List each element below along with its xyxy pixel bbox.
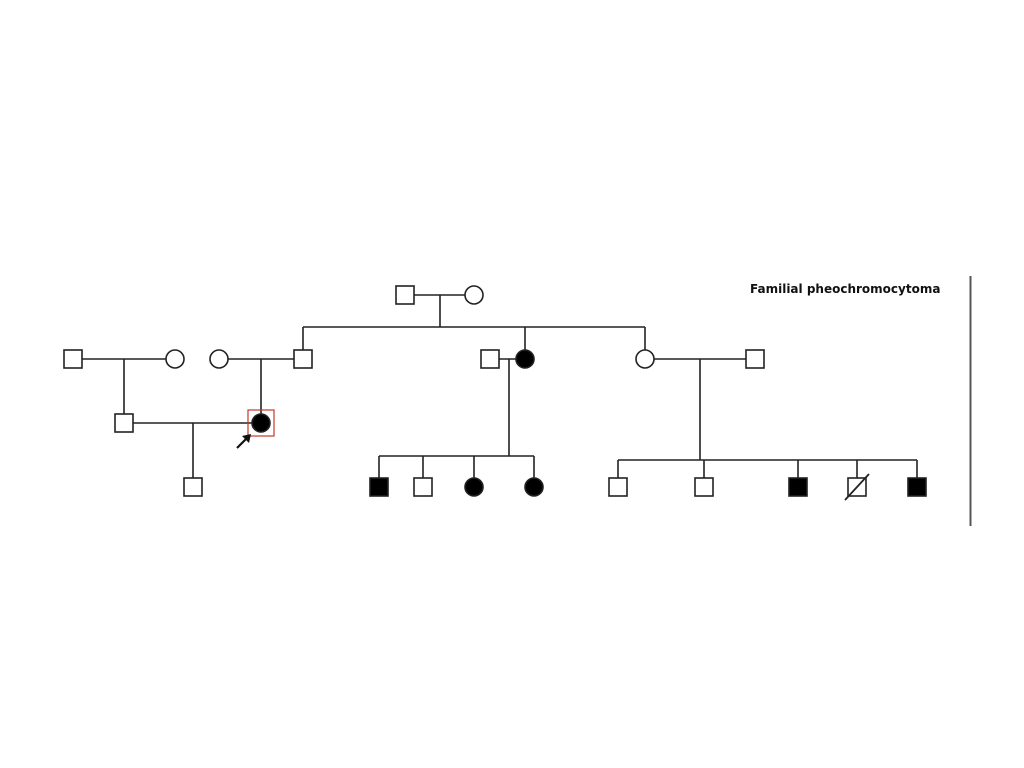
relationship-lines	[82, 294, 918, 478]
affected-female-symbol	[251, 413, 271, 433]
female-symbol	[635, 349, 655, 369]
affected-male-symbol	[369, 477, 389, 497]
female-symbol	[464, 285, 484, 305]
male-symbol	[480, 349, 500, 369]
female-symbol	[165, 349, 185, 369]
affected-female-symbol	[524, 477, 544, 497]
male-symbol	[183, 477, 203, 497]
male-symbol	[608, 477, 628, 497]
diagram-title: Familial pheochromocytoma	[750, 282, 940, 296]
affected-female-symbol	[515, 349, 535, 369]
proband-arrow-shaft	[236, 437, 248, 449]
proband-highlight-box	[247, 409, 275, 437]
affected-male-symbol	[907, 477, 927, 497]
male-symbol	[114, 413, 134, 433]
affected-male-symbol	[788, 477, 808, 497]
male-symbol	[745, 349, 765, 369]
male-symbol	[694, 477, 714, 497]
male-symbol	[395, 285, 415, 305]
proband-arrow-head	[242, 434, 251, 443]
female-symbol	[209, 349, 229, 369]
male-symbol	[413, 477, 433, 497]
deceased-slash	[844, 473, 870, 501]
male-symbol	[63, 349, 83, 369]
pedigree-symbols	[63, 285, 927, 501]
affected-female-symbol	[464, 477, 484, 497]
male-symbol	[293, 349, 313, 369]
